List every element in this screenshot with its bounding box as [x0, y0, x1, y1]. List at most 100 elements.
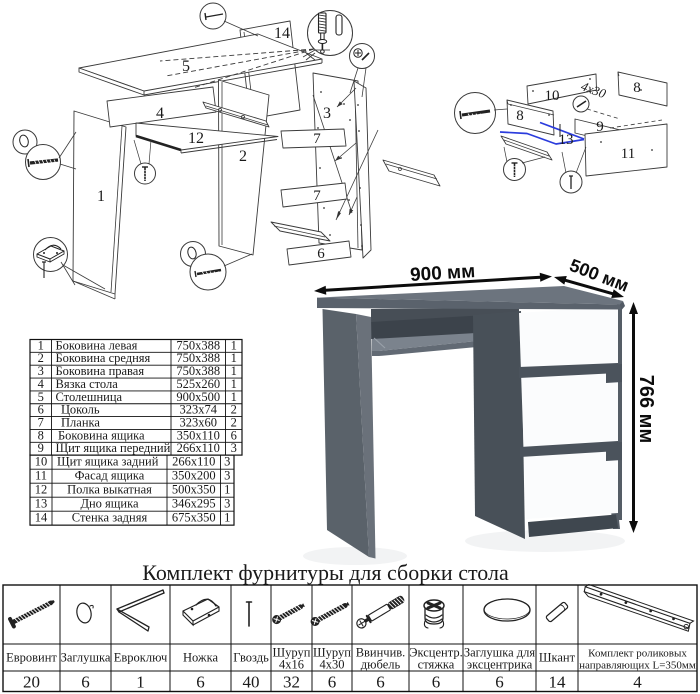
svg-text:9: 9	[596, 119, 604, 135]
svg-text:Комплект фурнитуры для сборки: Комплект фурнитуры для сборки стола	[142, 560, 509, 585]
svg-text:6: 6	[432, 673, 441, 692]
svg-text:6: 6	[376, 673, 385, 692]
svg-text:8: 8	[633, 80, 641, 96]
svg-text:266х110: 266х110	[177, 441, 220, 455]
svg-text:Щит ящика задний: Щит ящика задний	[57, 455, 159, 469]
svg-text:1: 1	[231, 338, 237, 352]
svg-text:1: 1	[224, 511, 230, 525]
svg-text:3: 3	[38, 364, 44, 378]
svg-text:4: 4	[38, 377, 45, 391]
svg-text:750х388: 750х388	[176, 351, 220, 365]
svg-text:Заглушка: Заглушка	[61, 651, 111, 665]
svg-text:11: 11	[35, 469, 47, 483]
svg-text:40: 40	[243, 673, 260, 692]
svg-text:Дно ящика: Дно ящика	[80, 497, 139, 511]
svg-text:6: 6	[196, 673, 205, 692]
svg-text:3: 3	[224, 455, 230, 469]
svg-text:дюбель: дюбель	[361, 658, 401, 672]
svg-text:525х260: 525х260	[176, 377, 220, 391]
svg-text:7: 7	[313, 131, 321, 147]
svg-text:750х388: 750х388	[176, 338, 220, 352]
svg-text:Евровинт: Евровинт	[6, 651, 57, 665]
svg-text:6: 6	[328, 673, 337, 692]
svg-text:266х110: 266х110	[172, 455, 215, 469]
svg-text:500х350: 500х350	[172, 483, 216, 497]
svg-text:9: 9	[38, 441, 44, 455]
svg-text:1: 1	[231, 390, 237, 404]
svg-text:8: 8	[516, 108, 524, 124]
svg-text:2: 2	[38, 351, 44, 365]
svg-text:8: 8	[38, 428, 44, 442]
svg-text:Шуруп: Шуруп	[273, 646, 311, 660]
svg-text:Щит ящика передний: Щит ящика передний	[56, 441, 171, 455]
svg-text:Цоколь: Цоколь	[61, 403, 100, 417]
svg-text:10: 10	[545, 88, 560, 104]
svg-text:Стенка задняя: Стенка задняя	[72, 511, 148, 525]
svg-text:Ножка: Ножка	[183, 651, 218, 665]
svg-text:Боковина средняя: Боковина средняя	[56, 351, 151, 365]
svg-text:Боковина правая: Боковина правая	[56, 364, 145, 378]
svg-text:1: 1	[224, 483, 230, 497]
svg-text:Гвоздь: Гвоздь	[233, 651, 269, 665]
svg-text:Шуруп: Шуруп	[313, 646, 351, 660]
svg-text:6: 6	[38, 403, 44, 417]
svg-text:13: 13	[559, 132, 574, 148]
svg-text:направляющих L=350мм: направляющих L=350мм	[579, 660, 696, 672]
svg-text:12: 12	[35, 483, 48, 497]
svg-text:Боковина левая: Боковина левая	[56, 338, 138, 352]
svg-text:4х30: 4х30	[320, 658, 345, 672]
svg-text:323х60: 323х60	[180, 415, 218, 429]
svg-text:6: 6	[317, 246, 325, 262]
svg-text:350х200: 350х200	[172, 469, 216, 483]
svg-text:Боковина ящика: Боковина ящика	[58, 428, 145, 442]
svg-text:2: 2	[239, 148, 247, 165]
svg-text:4: 4	[633, 673, 642, 692]
svg-text:900х500: 900х500	[176, 390, 220, 404]
svg-text:7: 7	[38, 415, 44, 429]
svg-text:3: 3	[224, 497, 230, 511]
svg-text:13: 13	[35, 497, 48, 511]
svg-text:стяжка: стяжка	[418, 658, 455, 672]
svg-text:Полка выкатная: Полка выкатная	[67, 483, 152, 497]
svg-text:750х388: 750х388	[176, 364, 220, 378]
svg-text:2: 2	[231, 403, 237, 417]
svg-text:Евроключ: Евроключ	[114, 651, 168, 665]
svg-text:3: 3	[224, 469, 230, 483]
svg-text:Планка: Планка	[61, 415, 100, 429]
svg-text:766 мм: 766 мм	[635, 375, 657, 444]
svg-text:1: 1	[231, 351, 237, 365]
svg-text:675х350: 675х350	[172, 511, 216, 525]
svg-text:6: 6	[495, 673, 504, 692]
svg-text:7: 7	[313, 188, 321, 204]
svg-text:1: 1	[136, 673, 145, 692]
svg-text:14: 14	[35, 511, 48, 525]
svg-text:3: 3	[323, 105, 331, 122]
svg-text:32: 32	[283, 673, 300, 692]
svg-text:Фасад ящика: Фасад ящика	[75, 469, 145, 483]
svg-text:Комплект роликовых: Комплект роликовых	[588, 648, 687, 660]
svg-text:1: 1	[231, 377, 237, 391]
svg-text:14: 14	[549, 673, 567, 692]
svg-text:1: 1	[38, 338, 44, 352]
svg-text:Шкант: Шкант	[539, 651, 576, 665]
svg-text:346х295: 346х295	[172, 497, 216, 511]
svg-text:6: 6	[81, 673, 90, 692]
svg-text:Вязка стола: Вязка стола	[56, 377, 119, 391]
svg-text:Столешница: Столешница	[56, 390, 123, 404]
svg-text:6: 6	[231, 428, 237, 442]
svg-text:5: 5	[182, 58, 190, 75]
svg-text:2: 2	[231, 415, 237, 429]
svg-text:323х74: 323х74	[180, 403, 218, 417]
svg-text:900 мм: 900 мм	[410, 261, 476, 286]
svg-text:10: 10	[35, 455, 48, 469]
svg-text:350х110: 350х110	[177, 428, 220, 442]
svg-text:20: 20	[23, 673, 40, 692]
svg-text:4: 4	[156, 105, 164, 122]
svg-text:5: 5	[38, 390, 44, 404]
svg-text:4х16: 4х16	[279, 658, 304, 672]
svg-text:эксцентрика: эксцентрика	[467, 658, 533, 672]
svg-text:3: 3	[231, 441, 237, 455]
svg-text:Ввинчив.: Ввинчив.	[356, 646, 406, 660]
svg-text:1: 1	[231, 364, 237, 378]
svg-text:14: 14	[274, 25, 290, 42]
